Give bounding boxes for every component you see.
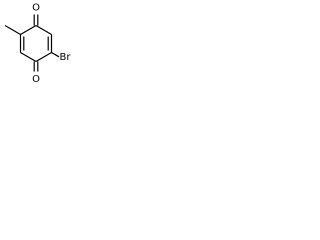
atom-label-oxygen-bottom: O (32, 74, 40, 85)
methyl-bond (4, 24, 21, 36)
bromine-bond (51, 51, 60, 58)
ring-bond-c6-c1 (20, 24, 37, 36)
atom-label-oxygen-top: O (32, 3, 40, 14)
atom-label-bromine: Br (60, 52, 72, 63)
carbonyl-bond-top (33, 14, 39, 26)
molecule-structure: O O Br (4, 3, 72, 85)
carbonyl-bond-bottom (33, 61, 39, 72)
ring-bond-c4-c5 (20, 51, 37, 63)
ring-bond-c3-c4 (35, 51, 52, 63)
ring-bond-c1-c2 (35, 24, 52, 36)
